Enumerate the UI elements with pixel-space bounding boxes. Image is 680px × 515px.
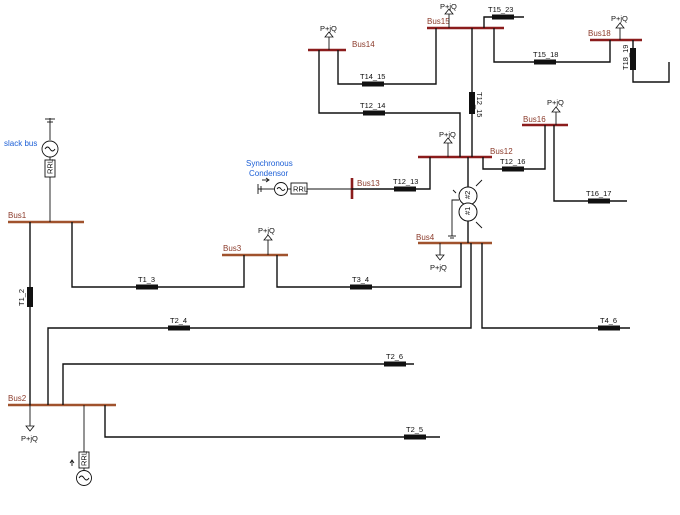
line-t1-3-box[interactable]	[136, 284, 158, 290]
line-t2-4-box[interactable]	[168, 325, 190, 331]
load-bus18-label: P+jQ	[611, 14, 628, 23]
load-bus3-label: P+jQ	[258, 226, 275, 235]
line-t2-5-box[interactable]	[404, 434, 426, 440]
line-t16-17-box[interactable]	[588, 198, 610, 204]
sync-condensor-line2: Condensor	[249, 169, 288, 178]
slack-bus-label: slack bus	[4, 139, 37, 148]
line-t12-13-label: T12_13	[393, 177, 418, 186]
bus4-label: Bus4	[416, 233, 435, 242]
wire-t14-15	[337, 28, 437, 85]
line-t3-4-box[interactable]	[350, 284, 372, 290]
wire-t12-14	[318, 50, 461, 157]
sync-condensor-line1: Synchronous	[246, 159, 293, 168]
line-t12-14-box[interactable]	[363, 110, 385, 116]
line-t2-6-box[interactable]	[384, 361, 406, 367]
transformer-w1-label: #1	[463, 207, 472, 215]
wire-t4-6	[481, 243, 630, 329]
load-bus18-icon[interactable]	[615, 22, 625, 40]
line-t14-15-label: T14_15	[360, 72, 385, 81]
line-t18-19-label: T18_19	[621, 45, 630, 70]
sync-rrl-label: RRL	[293, 185, 308, 194]
wire-t12-13	[352, 157, 431, 190]
load-bus16-icon[interactable]	[551, 106, 561, 125]
wire-t1-3	[71, 222, 245, 288]
line-t18-19-box[interactable]	[630, 48, 636, 70]
line-t12-16-label: T12_16	[500, 157, 525, 166]
line-t4-6-box[interactable]	[598, 325, 620, 331]
line-t4-6-label: T4_6	[600, 316, 617, 325]
bus3-label: Bus3	[223, 244, 242, 253]
load-bus16-label: P+jQ	[547, 98, 564, 107]
bus1-label: Bus1	[8, 211, 27, 220]
load-bus15-label: P+jQ	[440, 2, 457, 11]
line-t3-4-label: T3_4	[352, 275, 369, 284]
line-t12-15-box[interactable]	[469, 92, 475, 114]
wire-t2-4	[47, 243, 472, 405]
line-t1-3-label: T1_3	[138, 275, 155, 284]
line-t16-17-label: T16_17	[586, 189, 611, 198]
transformer-w2-label: #2	[463, 191, 472, 199]
bus2-generator-icon[interactable]: RRL	[69, 405, 92, 486]
slack-rrl-label: RRL	[46, 159, 55, 174]
line-t12-15-label: T12_15	[475, 92, 484, 117]
load-bus2-label: P+jQ	[21, 434, 38, 443]
line-t15-23-label: T15_23	[488, 5, 513, 14]
load-bus15-icon[interactable]	[444, 8, 454, 28]
load-bus14-label: P+jQ	[320, 24, 337, 33]
line-t2-6-label: T2_6	[386, 352, 403, 361]
wire-t2-6	[62, 363, 414, 405]
line-t14-15-box[interactable]	[362, 81, 384, 87]
line-t2-5-label: T2_5	[406, 425, 423, 434]
gen-rrl-label: RRL	[80, 451, 89, 466]
bus16-label: Bus16	[523, 115, 546, 124]
load-bus14-icon[interactable]	[324, 31, 334, 50]
line-t15-18-box[interactable]	[534, 59, 556, 65]
load-bus12-icon[interactable]	[443, 137, 453, 157]
load-bus3-icon[interactable]	[263, 234, 273, 255]
bus13-label: Bus13	[357, 179, 380, 188]
transformer-icon[interactable]: #2 #1	[448, 157, 483, 243]
wire-t18-19	[632, 40, 670, 83]
line-t15-18-label: T15_18	[533, 50, 558, 59]
line-t12-14-label: T12_14	[360, 101, 385, 110]
line-t1-2-label: T1_2	[17, 289, 26, 306]
bus18-label: Bus18	[588, 29, 611, 38]
slack-source-icon[interactable]: RRL	[41, 118, 59, 222]
load-bus4-label: P+jQ	[430, 263, 447, 272]
bus2-label: Bus2	[8, 394, 27, 403]
line-t1-2-box[interactable]	[27, 287, 33, 307]
bus12-label: Bus12	[490, 147, 513, 156]
wire-t2-5	[104, 405, 440, 438]
load-bus2-icon[interactable]	[25, 405, 35, 432]
line-t12-16-box[interactable]	[502, 166, 524, 172]
load-bus12-label: P+jQ	[439, 130, 456, 139]
bus15-label: Bus15	[427, 17, 450, 26]
bus14-label: Bus14	[352, 40, 375, 49]
line-t2-4-label: T2_4	[170, 316, 187, 325]
load-bus4-icon[interactable]	[435, 243, 445, 261]
line-t15-23-box[interactable]	[492, 14, 514, 20]
line-t12-13-box[interactable]	[394, 186, 416, 192]
sync-condensor-icon[interactable]: RRL	[257, 177, 352, 196]
